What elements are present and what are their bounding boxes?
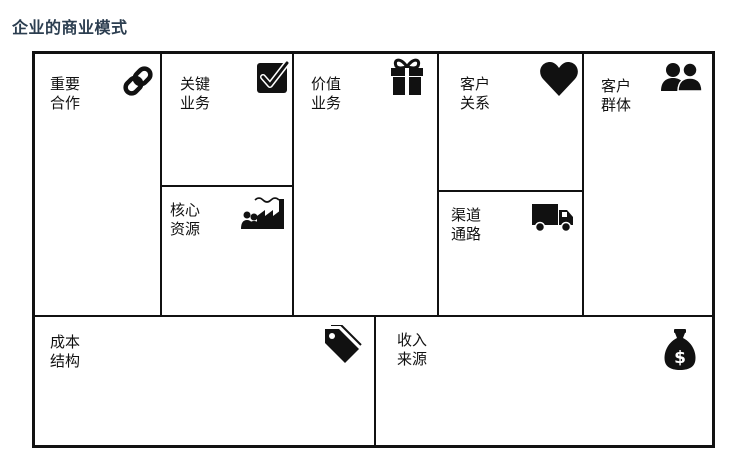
money-bag-icon: $	[663, 329, 697, 371]
chain-link-icon	[120, 63, 156, 99]
canvas-border-top	[32, 51, 715, 54]
canvas-divider-v3	[437, 51, 439, 316]
key-resources-label: 核心 资源	[170, 201, 201, 238]
gift-icon	[389, 56, 425, 96]
value-propositions-label: 价值 业务	[311, 75, 342, 112]
price-tag-icon	[321, 325, 363, 367]
channels-label: 渠道 通路	[451, 206, 482, 243]
canvas-divider-v1	[160, 51, 162, 316]
canvas-border-left	[32, 51, 35, 448]
canvas-divider-h-relationships	[438, 190, 583, 192]
canvas-border-bottom	[32, 445, 715, 448]
canvas-divider-bottom-v	[374, 316, 376, 446]
cost-structure-label: 成本 结构	[50, 333, 81, 370]
svg-text:$: $	[674, 348, 686, 368]
page-title: 企业的商业模式	[12, 18, 128, 37]
canvas-divider-v2	[292, 51, 294, 316]
revenue-streams-label: 收入 来源	[397, 331, 428, 368]
truck-icon	[531, 202, 575, 234]
key-partners-label: 重要 合作	[50, 75, 81, 112]
canvas-divider-h-activities	[161, 185, 293, 187]
canvas-border-right	[712, 51, 715, 448]
heart-icon	[539, 61, 579, 97]
people-icon	[659, 61, 705, 93]
customer-segments-label: 客户 群体	[601, 77, 632, 114]
canvas-divider-v4	[582, 51, 584, 316]
checkbox-check-icon	[256, 59, 290, 95]
business-model-canvas: 重要 合作 关键 业务 核心 资源 价值 业务	[32, 51, 715, 448]
key-activities-label: 关键 业务	[180, 75, 211, 112]
canvas-divider-middle	[32, 315, 715, 317]
customer-relationships-label: 客户 关系	[460, 75, 491, 112]
factory-people-icon	[239, 194, 287, 232]
